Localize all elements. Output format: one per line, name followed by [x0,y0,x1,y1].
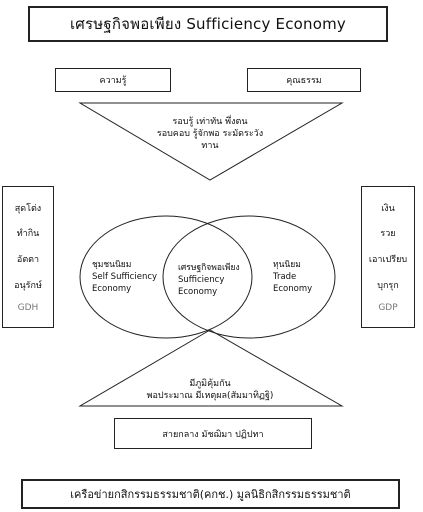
footer-label: เครือข่ายกสิกรรมธรรมชาติ(คกช.) มูลนิธิกส… [70,488,351,501]
right-item-2: รวย [380,229,396,240]
venn-right-circle [162,215,336,339]
venn-left-circle [79,215,253,339]
title-box: เศรษฐกิจพอเพียง Sufficiency Economy [28,6,388,42]
left-item-1: สุดโต่ง [14,203,42,214]
venn-center-line-1: เศรษฐกิจพอเพียง [178,263,240,273]
virtue-label: คุณธรรม [286,76,322,86]
venn-center-line-2: Sufficiency [178,275,225,285]
venn-center-text: เศรษฐกิจพอเพียง Sufficiency Economy [178,262,240,298]
venn-left-text: ชุมชนนิยม Self Sufficiency Economy [92,259,157,295]
top-triangle-line-3: ทาน [201,141,219,151]
right-item-1: เงิน [381,203,395,214]
venn-left-line-2: Self Sufficiency [92,272,158,282]
page-title: เศรษฐกิจพอเพียง Sufficiency Economy [69,15,346,33]
knowledge-label: ความรู้ [99,76,127,86]
bottom-triangle-text: มีภูมิคุ้มกัน พอประมาณ มีเหตุผล(สัมมาทิฏ… [130,378,290,402]
footer-box: เครือข่ายกสิกรรมธรรมชาติ(คกช.) มูลนิธิกส… [21,479,400,509]
bottom-triangle-line-2: พอประมาณ มีเหตุผล(สัมมาทิฏฐิ) [146,391,274,401]
left-side-box: สุดโต่ง ทำกิน อัตตา อนุรักษ์ GDH [2,186,54,328]
venn-right-line-3: Economy [273,284,313,294]
right-item-5: GDP [378,303,398,314]
right-item-3: เอาเปรียบ [368,254,408,265]
venn-right-text: ทุนนิยม Trade Economy [273,259,312,295]
middle-way-label: สายกลาง มัชฌิมา ปฏิปทา [162,429,264,440]
venn-center-line-3: Economy [178,287,218,297]
middle-way-box: สายกลาง มัชฌิมา ปฏิปทา [114,418,312,449]
top-triangle-text: รอบรู้ เท่าทัน พึ่งตน รอบคอบ รู้จักพอ ระ… [150,116,270,152]
virtue-box: คุณธรรม [247,68,361,92]
right-item-4: บุกรุก [377,280,399,291]
left-item-5: GDH [17,303,39,314]
top-inverted-triangle [78,102,344,181]
venn-right-line-1: ทุนนิยม [273,260,301,270]
top-triangle-line-1: รอบรู้ เท่าทัน พึ่งตน [172,117,248,127]
bottom-triangle [78,329,344,407]
venn-right-line-2: Trade [273,272,297,282]
top-triangle-line-2: รอบคอบ รู้จักพอ ระมัดระวัง [156,129,264,139]
knowledge-box: ความรู้ [55,68,171,92]
bottom-triangle-line-1: มีภูมิคุ้มกัน [189,379,231,389]
left-item-2: ทำกิน [16,229,40,240]
left-item-4: อนุรักษ์ [14,280,42,291]
left-item-3: อัตตา [16,254,40,265]
venn-left-line-1: ชุมชนนิยม [92,260,132,270]
venn-left-line-3: Economy [92,284,132,294]
right-side-box: เงิน รวย เอาเปรียบ บุกรุก GDP [361,186,415,328]
